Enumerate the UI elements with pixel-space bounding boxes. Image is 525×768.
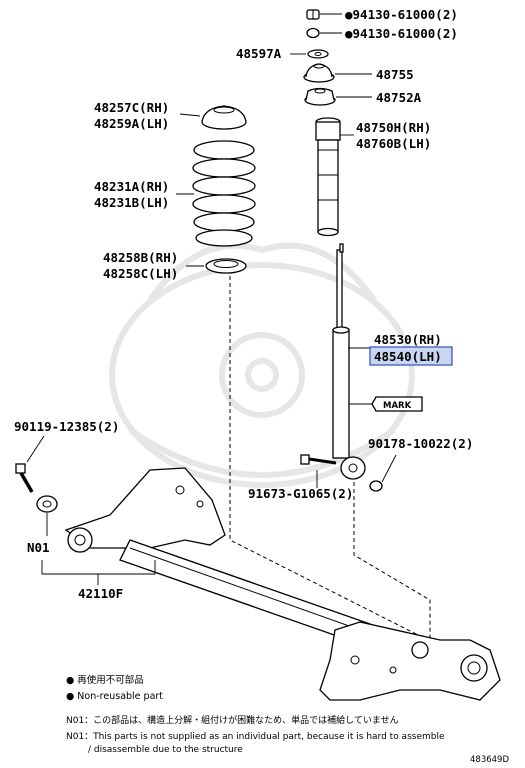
part-label-48231b[interactable]: 48231B(LH) [94, 195, 169, 210]
bushing-n01[interactable] [36, 495, 58, 513]
part-label-48540-highlight [369, 346, 453, 366]
legend-jp: ● 再使用不可部品 [66, 674, 144, 686]
nut-lower-icon[interactable] [306, 27, 320, 39]
mark-label: MARK [383, 401, 412, 411]
part-label-90178[interactable]: 90178-10022(2) [368, 436, 473, 451]
part-label-48755[interactable]: 48755 [376, 67, 414, 82]
legend-en: ● Non-reusable part [66, 691, 163, 702]
part-label-nut-1[interactable]: ●94130-61000(2) [345, 7, 458, 22]
bolt-90119-icon[interactable] [15, 463, 34, 493]
support-48752a[interactable] [304, 87, 336, 106]
part-label-90119[interactable]: 90119-12385(2) [14, 419, 119, 434]
cushion-48755[interactable] [303, 63, 335, 83]
part-label-48540[interactable]: 48540(LH) [374, 349, 442, 364]
part-label-48231a[interactable]: 48231A(RH) [94, 179, 169, 194]
part-label-48258b[interactable]: 48258B(RH) [103, 250, 178, 265]
coil-spring[interactable] [192, 140, 256, 247]
lower-spring-insulator[interactable] [205, 258, 247, 274]
part-label-48597a[interactable]: 48597A [236, 46, 282, 61]
part-label-48750h[interactable]: 48750H(RH) [356, 120, 431, 135]
note-n01-en-1: N01：This parts is not supplied as an ind… [66, 732, 445, 742]
part-label-42110f[interactable]: 42110F [78, 586, 123, 601]
part-label-48259a[interactable]: 48259A(LH) [94, 116, 169, 131]
guide-spring [229, 276, 429, 641]
watermark-emblem [109, 242, 415, 488]
part-label-48257c[interactable]: 48257C(RH) [94, 100, 169, 115]
bolt-91673-icon[interactable] [300, 454, 337, 465]
guide-shock [353, 482, 431, 640]
nut-90178-icon[interactable] [369, 480, 383, 492]
part-label-nut-2[interactable]: ●94130-61000(2) [345, 26, 458, 41]
n01-label[interactable]: N01 [27, 540, 50, 555]
part-label-48530[interactable]: 48530(RH) [374, 332, 442, 347]
washer-48597a[interactable] [307, 49, 329, 59]
rear-axle-beam[interactable] [64, 467, 501, 701]
part-label-91673[interactable]: 91673-G1065(2) [248, 486, 353, 501]
part-label-48760b[interactable]: 48760B(LH) [356, 136, 431, 151]
diagram-id: 483649D [470, 755, 509, 765]
nut-upper-icon[interactable] [306, 9, 320, 20]
part-label-48258c[interactable]: 48258C(LH) [103, 266, 178, 281]
mark-tag [371, 396, 423, 412]
upper-spring-insulator[interactable] [201, 105, 247, 130]
note-n01-jp: N01：この部品は、構造上分解・組付けが困難なため、単品では補給していません [66, 714, 399, 726]
bump-stopper-boot[interactable] [315, 117, 341, 237]
note-n01-en-2: / disassemble due to the structure [88, 745, 243, 755]
label-bracket [41, 560, 156, 575]
part-label-48752a[interactable]: 48752A [376, 90, 422, 105]
shock-absorber[interactable] [332, 243, 366, 480]
